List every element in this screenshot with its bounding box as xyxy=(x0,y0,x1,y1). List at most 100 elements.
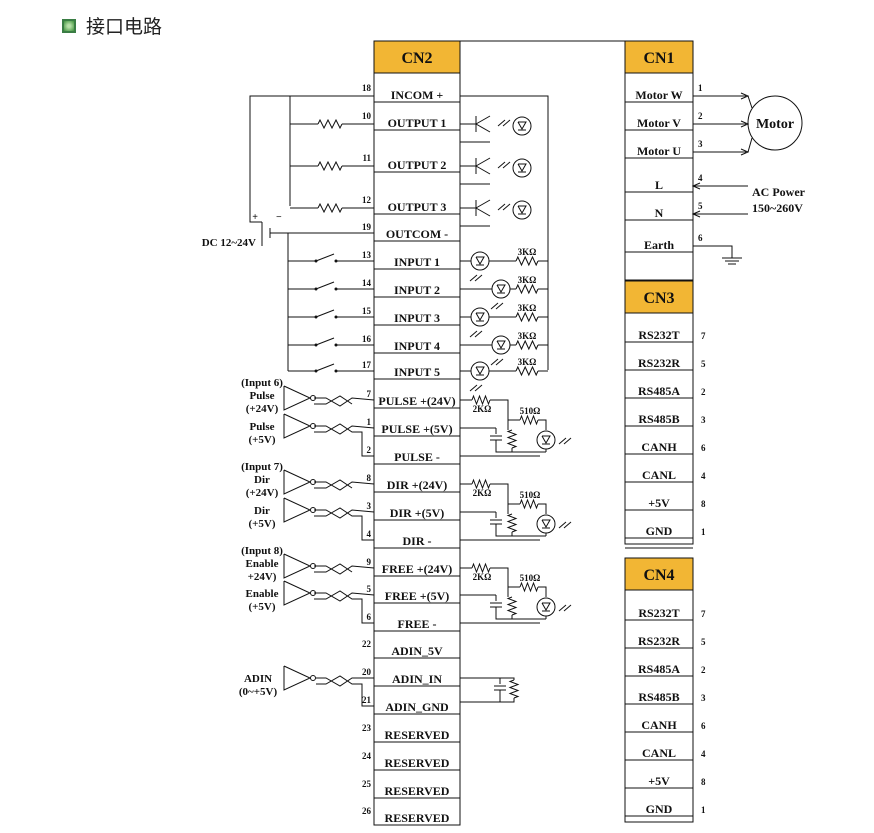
cn2-pin-cell xyxy=(376,476,458,492)
diode-symbol xyxy=(496,340,506,350)
resistor-icon xyxy=(506,513,518,533)
cn4-pin-number: 8 xyxy=(701,777,706,787)
transistor-icon xyxy=(475,157,491,167)
cn2-pin-label: INPUT 2 xyxy=(394,283,440,297)
cn2-pin-cell xyxy=(376,809,458,825)
cn2-pin-label: INPUT 1 xyxy=(394,255,440,269)
cn2-title: CN2 xyxy=(401,50,432,67)
cn2-pin-label: OUTPUT 3 xyxy=(388,200,447,214)
dir-group-wire xyxy=(495,524,546,537)
resistor-icon xyxy=(519,581,539,593)
resistor-icon xyxy=(506,429,518,449)
switch-contact xyxy=(314,287,318,291)
light-arrow-icon xyxy=(497,119,506,127)
resistor-icon xyxy=(506,596,518,616)
cn2-pin-number: 23 xyxy=(362,723,372,733)
cn2-pin-number: 2 xyxy=(367,445,372,455)
cn2-pin-number: 1 xyxy=(367,417,372,427)
light-arrow-icon xyxy=(474,384,483,392)
cn1-pin-number: 6 xyxy=(698,233,703,243)
battery-plus: + xyxy=(252,212,258,223)
resistor-icon xyxy=(515,311,539,323)
adin-wire xyxy=(500,698,515,703)
cn2-pin-label: INCOM + xyxy=(391,88,444,102)
cn2-pin-number: 8 xyxy=(367,473,372,483)
cn2-pin-label: DIR +(24V) xyxy=(387,478,448,492)
cn1-body xyxy=(624,72,694,281)
cn1-pin-label: Motor W xyxy=(635,88,682,102)
cn4-pin-label: +5V xyxy=(648,774,670,788)
enable-group-wire xyxy=(314,590,374,624)
cn4-pin-number: 6 xyxy=(701,721,706,731)
dir-group-wire xyxy=(538,503,547,514)
cn4-pin-label: CANH xyxy=(641,718,677,732)
resistor-3k-label: 3KΩ xyxy=(518,331,537,341)
arrow-icon xyxy=(691,182,701,190)
switch-contact xyxy=(314,259,318,263)
cn2-pin-label: INPUT 5 xyxy=(394,365,440,379)
adin-range-label: (0~+5V) xyxy=(239,686,278,698)
cn2-pin-cell xyxy=(376,281,458,297)
cn3-pin-label: RS485A xyxy=(638,384,680,398)
cn2-pin-number: 16 xyxy=(362,334,372,344)
buffer-icon xyxy=(283,665,312,691)
cn4-pin-number: 1 xyxy=(701,805,706,815)
cn2-pin-label: OUTCOM - xyxy=(386,227,448,241)
dir-group-wire xyxy=(314,481,375,491)
cn2-pin-cell xyxy=(376,698,458,714)
resistor-icon xyxy=(508,679,520,699)
switch-icon xyxy=(315,281,335,290)
cn3-pin-number: 1 xyxy=(701,527,706,537)
light-arrow-icon xyxy=(497,161,506,169)
switch-icon xyxy=(315,309,335,318)
incom-right-wire xyxy=(460,95,549,370)
cn1-pin-number: 2 xyxy=(698,111,703,121)
resistor-icon xyxy=(471,562,491,574)
cn3-pin-number: 8 xyxy=(701,499,706,509)
resistor-3k-label: 3KΩ xyxy=(518,275,537,285)
adin-wire xyxy=(316,677,374,687)
cn2-pin-cell xyxy=(376,642,458,658)
buffer-icon xyxy=(283,553,312,579)
cn2-pin-number: 12 xyxy=(362,195,372,205)
transistor-icon xyxy=(475,165,491,175)
adin-wire xyxy=(460,690,501,703)
cn3-pin-number: 7 xyxy=(701,331,706,341)
cn2-pin-cell xyxy=(376,560,458,576)
pulse-group-wire xyxy=(495,440,546,453)
buffer-icon xyxy=(283,413,312,439)
light-arrow-icon xyxy=(495,358,504,366)
cn2-pin-cell xyxy=(376,363,458,379)
buffer-icon xyxy=(283,497,312,523)
cn2-pin-label: RESERVED xyxy=(385,728,450,742)
resistor-2k-label: 2KΩ xyxy=(473,488,492,498)
cn1-pin-number: 3 xyxy=(698,139,703,149)
output-led-icon xyxy=(536,514,556,534)
cn2-pin-label: DIR - xyxy=(403,534,432,548)
light-arrow-icon xyxy=(502,203,511,211)
cn2-pin-label: PULSE - xyxy=(394,450,440,464)
resistor-icon xyxy=(471,478,491,490)
cn2-pin-number: 3 xyxy=(367,501,372,511)
cn2-pin-number: 17 xyxy=(362,360,372,370)
cn2-pin-cell xyxy=(376,532,458,548)
cn2-pin-cell xyxy=(376,504,458,520)
light-arrow-icon xyxy=(474,330,483,338)
inverter-bubble xyxy=(310,675,316,681)
pulse-group-wire xyxy=(538,419,547,430)
light-arrow-icon xyxy=(558,604,567,612)
cn2-pin-label: PULSE +(24V) xyxy=(378,394,455,408)
diode-symbol xyxy=(475,366,485,376)
diode-symbol xyxy=(541,435,551,445)
cn2-pin-cell xyxy=(376,253,458,269)
resistor-icon xyxy=(515,255,539,267)
diode-symbol xyxy=(517,205,527,215)
cn4-pin-label: GND xyxy=(646,802,673,816)
cn3-pin-number: 5 xyxy=(701,359,706,369)
cn2-pin-label: PULSE +(5V) xyxy=(381,422,452,436)
cn1-title: CN1 xyxy=(643,50,674,67)
resistor-icon xyxy=(317,118,343,130)
input-led-icon xyxy=(491,335,511,355)
pulse-group-wire xyxy=(314,395,353,405)
cn4-pin-number: 5 xyxy=(701,637,706,647)
